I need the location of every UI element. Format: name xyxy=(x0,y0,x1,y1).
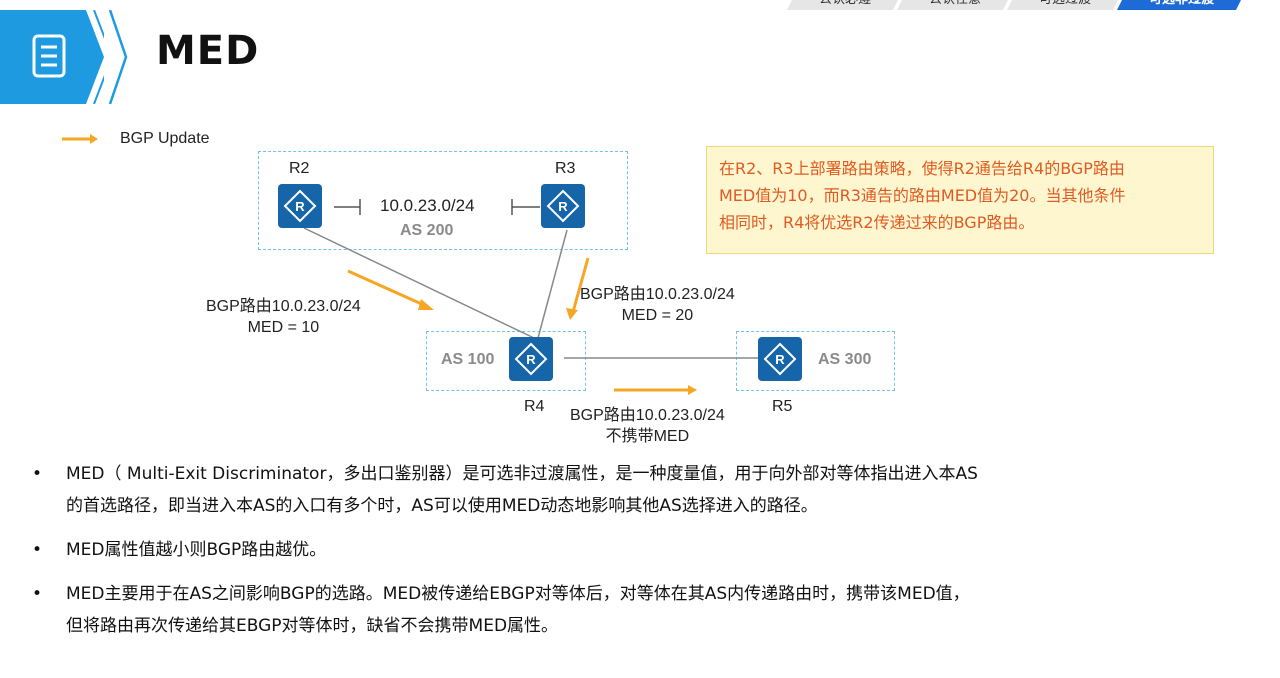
tab-optional-non-transitive[interactable]: 可选非过渡 xyxy=(1117,0,1246,10)
tab-mandatory[interactable]: 公认必遵 xyxy=(787,0,903,10)
tab-optional-transitive[interactable]: 可选过渡 xyxy=(1007,0,1123,10)
note-line3: 相同时，R4将优选R2传递过来的BGP路由。 xyxy=(719,213,1035,232)
bullet-2-line1: MED属性值越小则BGP路由越优。 xyxy=(66,540,327,560)
route-label-r2: BGP路由10.0.23.0/24 MED = 10 xyxy=(206,296,361,338)
bullet-item: • MED属性值越小则BGP路由越优。 xyxy=(24,534,1254,566)
bullet-marker: • xyxy=(32,464,43,484)
router-r2-label: R2 xyxy=(289,160,310,177)
route-r2-line1: BGP路由10.0.23.0/24 xyxy=(206,298,361,315)
as200-label: AS 200 xyxy=(400,222,454,239)
router-r5-icon: R xyxy=(758,337,802,381)
section-tabs: 公认必遵 公认任意 可选过渡 可选非过渡 xyxy=(793,0,1246,10)
svg-text:R: R xyxy=(295,199,305,214)
svg-text:R: R xyxy=(775,352,785,367)
tab-discretionary[interactable]: 公认任意 xyxy=(897,0,1013,10)
route-label-r4: BGP路由10.0.23.0/24 不携带MED xyxy=(570,405,725,447)
note-line2: MED值为10，而R3通告的路由MED值为20。当其他条件 xyxy=(719,186,1126,205)
as300-label: AS 300 xyxy=(818,351,872,368)
bullet-marker: • xyxy=(32,584,43,604)
bullet-item: • MED（ Multi-Exit Discriminator，多出口鉴别器）是… xyxy=(24,458,1254,522)
note-box: 在R2、R3上部署路由策略，使得R2通告给R4的BGP路由 MED值为10，而R… xyxy=(706,146,1214,254)
as300-box xyxy=(736,331,895,391)
note-line1: 在R2、R3上部署路由策略，使得R2通告给R4的BGP路由 xyxy=(719,159,1125,178)
bullet-1-line1: MED（ Multi-Exit Discriminator，多出口鉴别器）是可选… xyxy=(66,464,978,484)
arrow-icon xyxy=(62,134,98,144)
svg-text:R: R xyxy=(558,199,568,214)
route-r4-line2: 不携带MED xyxy=(605,428,690,445)
router-r3-icon: R xyxy=(541,184,585,228)
page-title: MED xyxy=(156,28,260,74)
bullet-list: • MED（ Multi-Exit Discriminator，多出口鉴别器）是… xyxy=(24,458,1254,654)
router-r4-label: R4 xyxy=(524,398,545,415)
svg-text:R: R xyxy=(526,352,536,367)
legend: BGP Update xyxy=(60,130,210,148)
bullet-3-line1: MED主要用于在AS之间影响BGP的选路。MED被传递给EBGP对等体后，对等体… xyxy=(66,584,970,604)
as200-box xyxy=(258,151,628,250)
as100-label: AS 100 xyxy=(441,351,495,368)
bullet-marker: • xyxy=(32,540,43,560)
router-r3-label: R3 xyxy=(555,160,576,177)
as100-box xyxy=(426,331,586,391)
router-r2-icon: R xyxy=(278,184,322,228)
router-r4-icon: R xyxy=(509,337,553,381)
bullet-item: • MED主要用于在AS之间影响BGP的选路。MED被传递给EBGP对等体后，对… xyxy=(24,578,1254,642)
route-r3-line1: BGP路由10.0.23.0/24 xyxy=(580,286,735,303)
network-label: 10.0.23.0/24 xyxy=(380,196,475,215)
route-label-r3: BGP路由10.0.23.0/24 MED = 20 xyxy=(580,284,735,326)
bullet-3-line2: 但将路由再次传递给其EBGP对等体时，缺省不会携带MED属性。 xyxy=(66,616,559,636)
header-chevron xyxy=(108,10,128,104)
router-r5-label: R5 xyxy=(772,398,793,415)
route-r4-line1: BGP路由10.0.23.0/24 xyxy=(570,407,725,424)
legend-label: BGP Update xyxy=(120,130,210,147)
document-icon xyxy=(0,10,104,104)
bullet-1-line2: 的首选路径，即当进入本AS的入口有多个时，AS可以使用MED动态地影响其他AS选… xyxy=(66,496,818,516)
route-r3-line2: MED = 20 xyxy=(621,307,694,324)
route-r2-line2: MED = 10 xyxy=(247,319,320,336)
